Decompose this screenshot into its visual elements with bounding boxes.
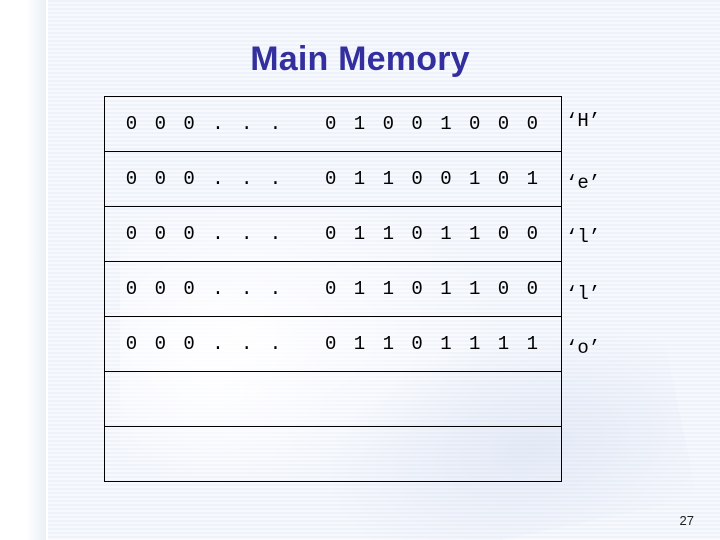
character-label: ‘l’ bbox=[566, 226, 601, 248]
address-bits-cell: 0 0 0 . . . bbox=[104, 96, 305, 152]
address-bits-cell: 0 0 0 . . . bbox=[104, 206, 305, 262]
character-label: ‘o’ bbox=[566, 337, 601, 359]
data-bits-cell bbox=[305, 427, 562, 482]
address-bits-cell: 0 0 0 . . . bbox=[104, 316, 305, 372]
address-bits-cell: 0 0 0 . . . bbox=[104, 151, 305, 207]
table-row: 0 0 0 . . . 0 1 0 0 1 0 0 0 bbox=[104, 96, 562, 152]
character-label: ‘e’ bbox=[566, 172, 601, 194]
table-row bbox=[104, 371, 562, 427]
table-row: 0 0 0 . . . 0 1 1 0 1 1 0 0 bbox=[104, 206, 562, 262]
table-row: 0 0 0 . . . 0 1 1 0 1 1 0 0 bbox=[104, 261, 562, 317]
page-number: 27 bbox=[679, 513, 694, 528]
table-row: 0 0 0 . . . 0 1 1 0 1 1 1 1 bbox=[104, 316, 562, 372]
table-row bbox=[105, 427, 562, 482]
memory-table: 0 0 0 . . . 0 1 0 0 1 0 0 0 0 0 0 . . . … bbox=[104, 96, 562, 482]
data-bits-cell: 0 1 1 0 1 1 0 0 bbox=[305, 206, 562, 262]
data-bits-cell: 0 1 1 0 1 1 0 0 bbox=[305, 261, 562, 317]
decorative-left-rule bbox=[46, 0, 48, 540]
address-bits-cell: 0 0 0 . . . bbox=[104, 261, 305, 317]
memory-table-container: 0 0 0 . . . 0 1 0 0 1 0 0 0 0 0 0 . . . … bbox=[104, 96, 562, 482]
table-row: 0 0 0 . . . 0 1 1 0 0 1 0 1 bbox=[104, 151, 562, 207]
data-bits-cell: 0 1 1 0 1 1 1 1 bbox=[305, 316, 562, 372]
address-bits-cell bbox=[104, 371, 305, 427]
address-bits-cell bbox=[105, 427, 306, 482]
page-title: Main Memory bbox=[250, 40, 470, 78]
character-label: ‘H’ bbox=[566, 110, 601, 132]
decorative-left-band bbox=[0, 0, 46, 540]
data-bits-cell: 0 1 0 0 1 0 0 0 bbox=[305, 96, 562, 152]
character-label: ‘l’ bbox=[566, 283, 601, 305]
data-bits-cell: 0 1 1 0 0 1 0 1 bbox=[305, 151, 562, 207]
data-bits-cell bbox=[305, 371, 562, 427]
